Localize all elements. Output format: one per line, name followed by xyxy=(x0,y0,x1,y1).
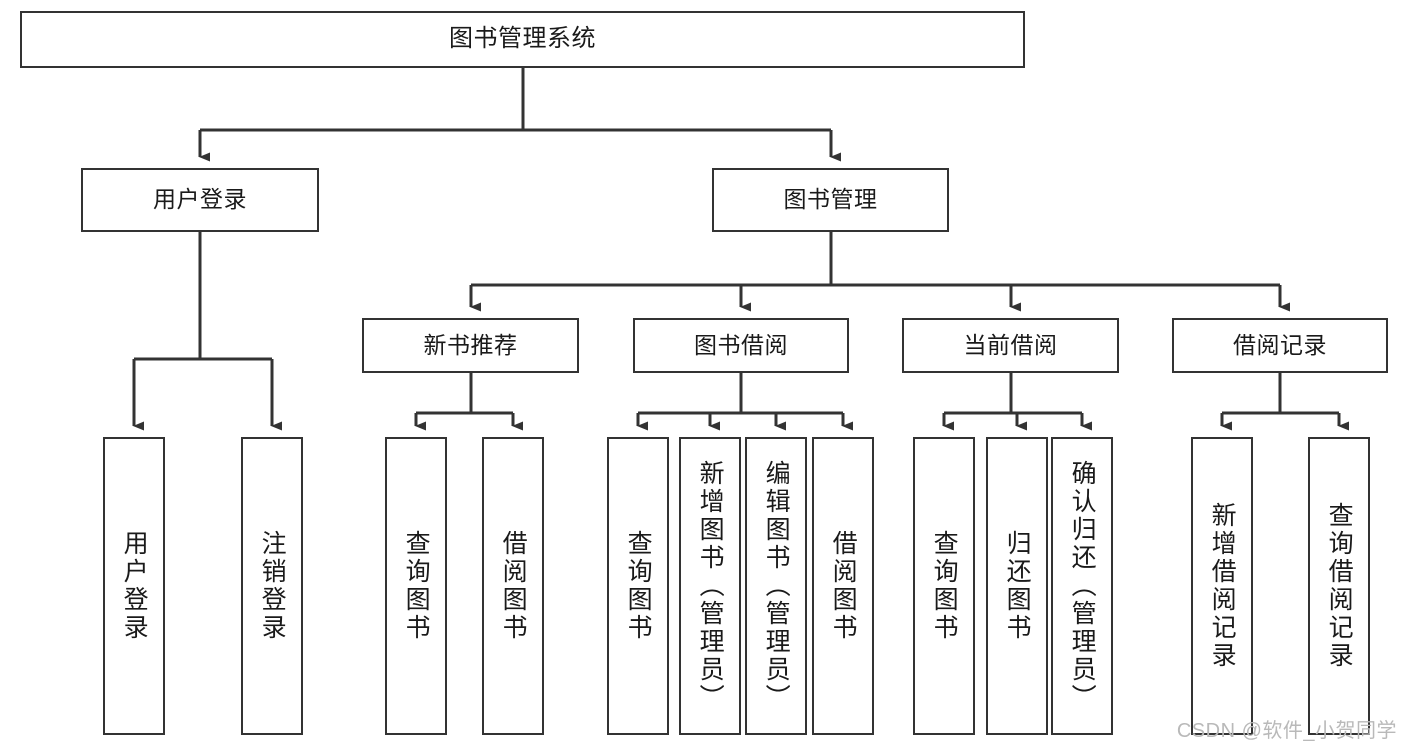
node-leaf-borrow-book-2[interactable]: 借阅图书 xyxy=(812,437,874,735)
node-label: 新增借阅记录 xyxy=(1208,502,1237,670)
node-label: 借阅图书 xyxy=(499,530,528,642)
node-book-borrow[interactable]: 图书借阅 xyxy=(633,318,849,373)
node-current-borrow[interactable]: 当前借阅 xyxy=(902,318,1119,373)
node-leaf-edit-book[interactable]: 编辑图书（管理员） xyxy=(745,437,807,735)
node-label: 注销登录 xyxy=(258,530,287,642)
node-label: 确认归还（管理员） xyxy=(1068,460,1097,712)
node-leaf-add-record[interactable]: 新增借阅记录 xyxy=(1191,437,1253,735)
node-leaf-confirm-ret[interactable]: 确认归还（管理员） xyxy=(1051,437,1113,735)
node-leaf-query-book-3[interactable]: 查询图书 xyxy=(913,437,975,735)
node-leaf-add-book[interactable]: 新增图书（管理员） xyxy=(679,437,741,735)
node-label: 查询图书 xyxy=(624,530,653,642)
node-label: 新增图书（管理员） xyxy=(696,460,725,712)
node-leaf-user-login[interactable]: 用户登录 xyxy=(103,437,165,735)
node-label: 借阅记录 xyxy=(1233,331,1327,358)
node-label: 图书借阅 xyxy=(694,331,788,358)
node-leaf-borrow-book-1[interactable]: 借阅图书 xyxy=(482,437,544,735)
node-label: 新书推荐 xyxy=(423,331,518,358)
node-leaf-query-book-1[interactable]: 查询图书 xyxy=(385,437,447,735)
node-book-mgmt[interactable]: 图书管理 xyxy=(712,168,949,232)
node-label: 编辑图书（管理员） xyxy=(762,460,791,712)
node-label: 查询借阅记录 xyxy=(1325,502,1354,670)
node-user-login[interactable]: 用户登录 xyxy=(81,168,319,232)
node-label: 用户登录 xyxy=(153,186,247,213)
node-label: 图书管理 xyxy=(783,186,878,213)
node-leaf-query-record[interactable]: 查询借阅记录 xyxy=(1308,437,1370,735)
watermark-text: CSDN @软件_小贺同学 xyxy=(1176,720,1397,742)
node-leaf-return-book[interactable]: 归还图书 xyxy=(986,437,1048,735)
node-label: 查询图书 xyxy=(402,530,431,642)
node-leaf-user-logout[interactable]: 注销登录 xyxy=(241,437,303,735)
node-label: 查询图书 xyxy=(930,530,959,642)
node-label: 用户登录 xyxy=(120,530,149,642)
node-label: 借阅图书 xyxy=(829,530,858,642)
node-label: 图书管理系统 xyxy=(449,25,596,53)
node-new-book-rec[interactable]: 新书推荐 xyxy=(362,318,579,373)
node-root[interactable]: 图书管理系统 xyxy=(20,11,1025,68)
node-leaf-query-book-2[interactable]: 查询图书 xyxy=(607,437,669,735)
node-borrow-record[interactable]: 借阅记录 xyxy=(1172,318,1388,373)
node-label: 归还图书 xyxy=(1003,530,1032,642)
node-label: 当前借阅 xyxy=(963,331,1058,358)
